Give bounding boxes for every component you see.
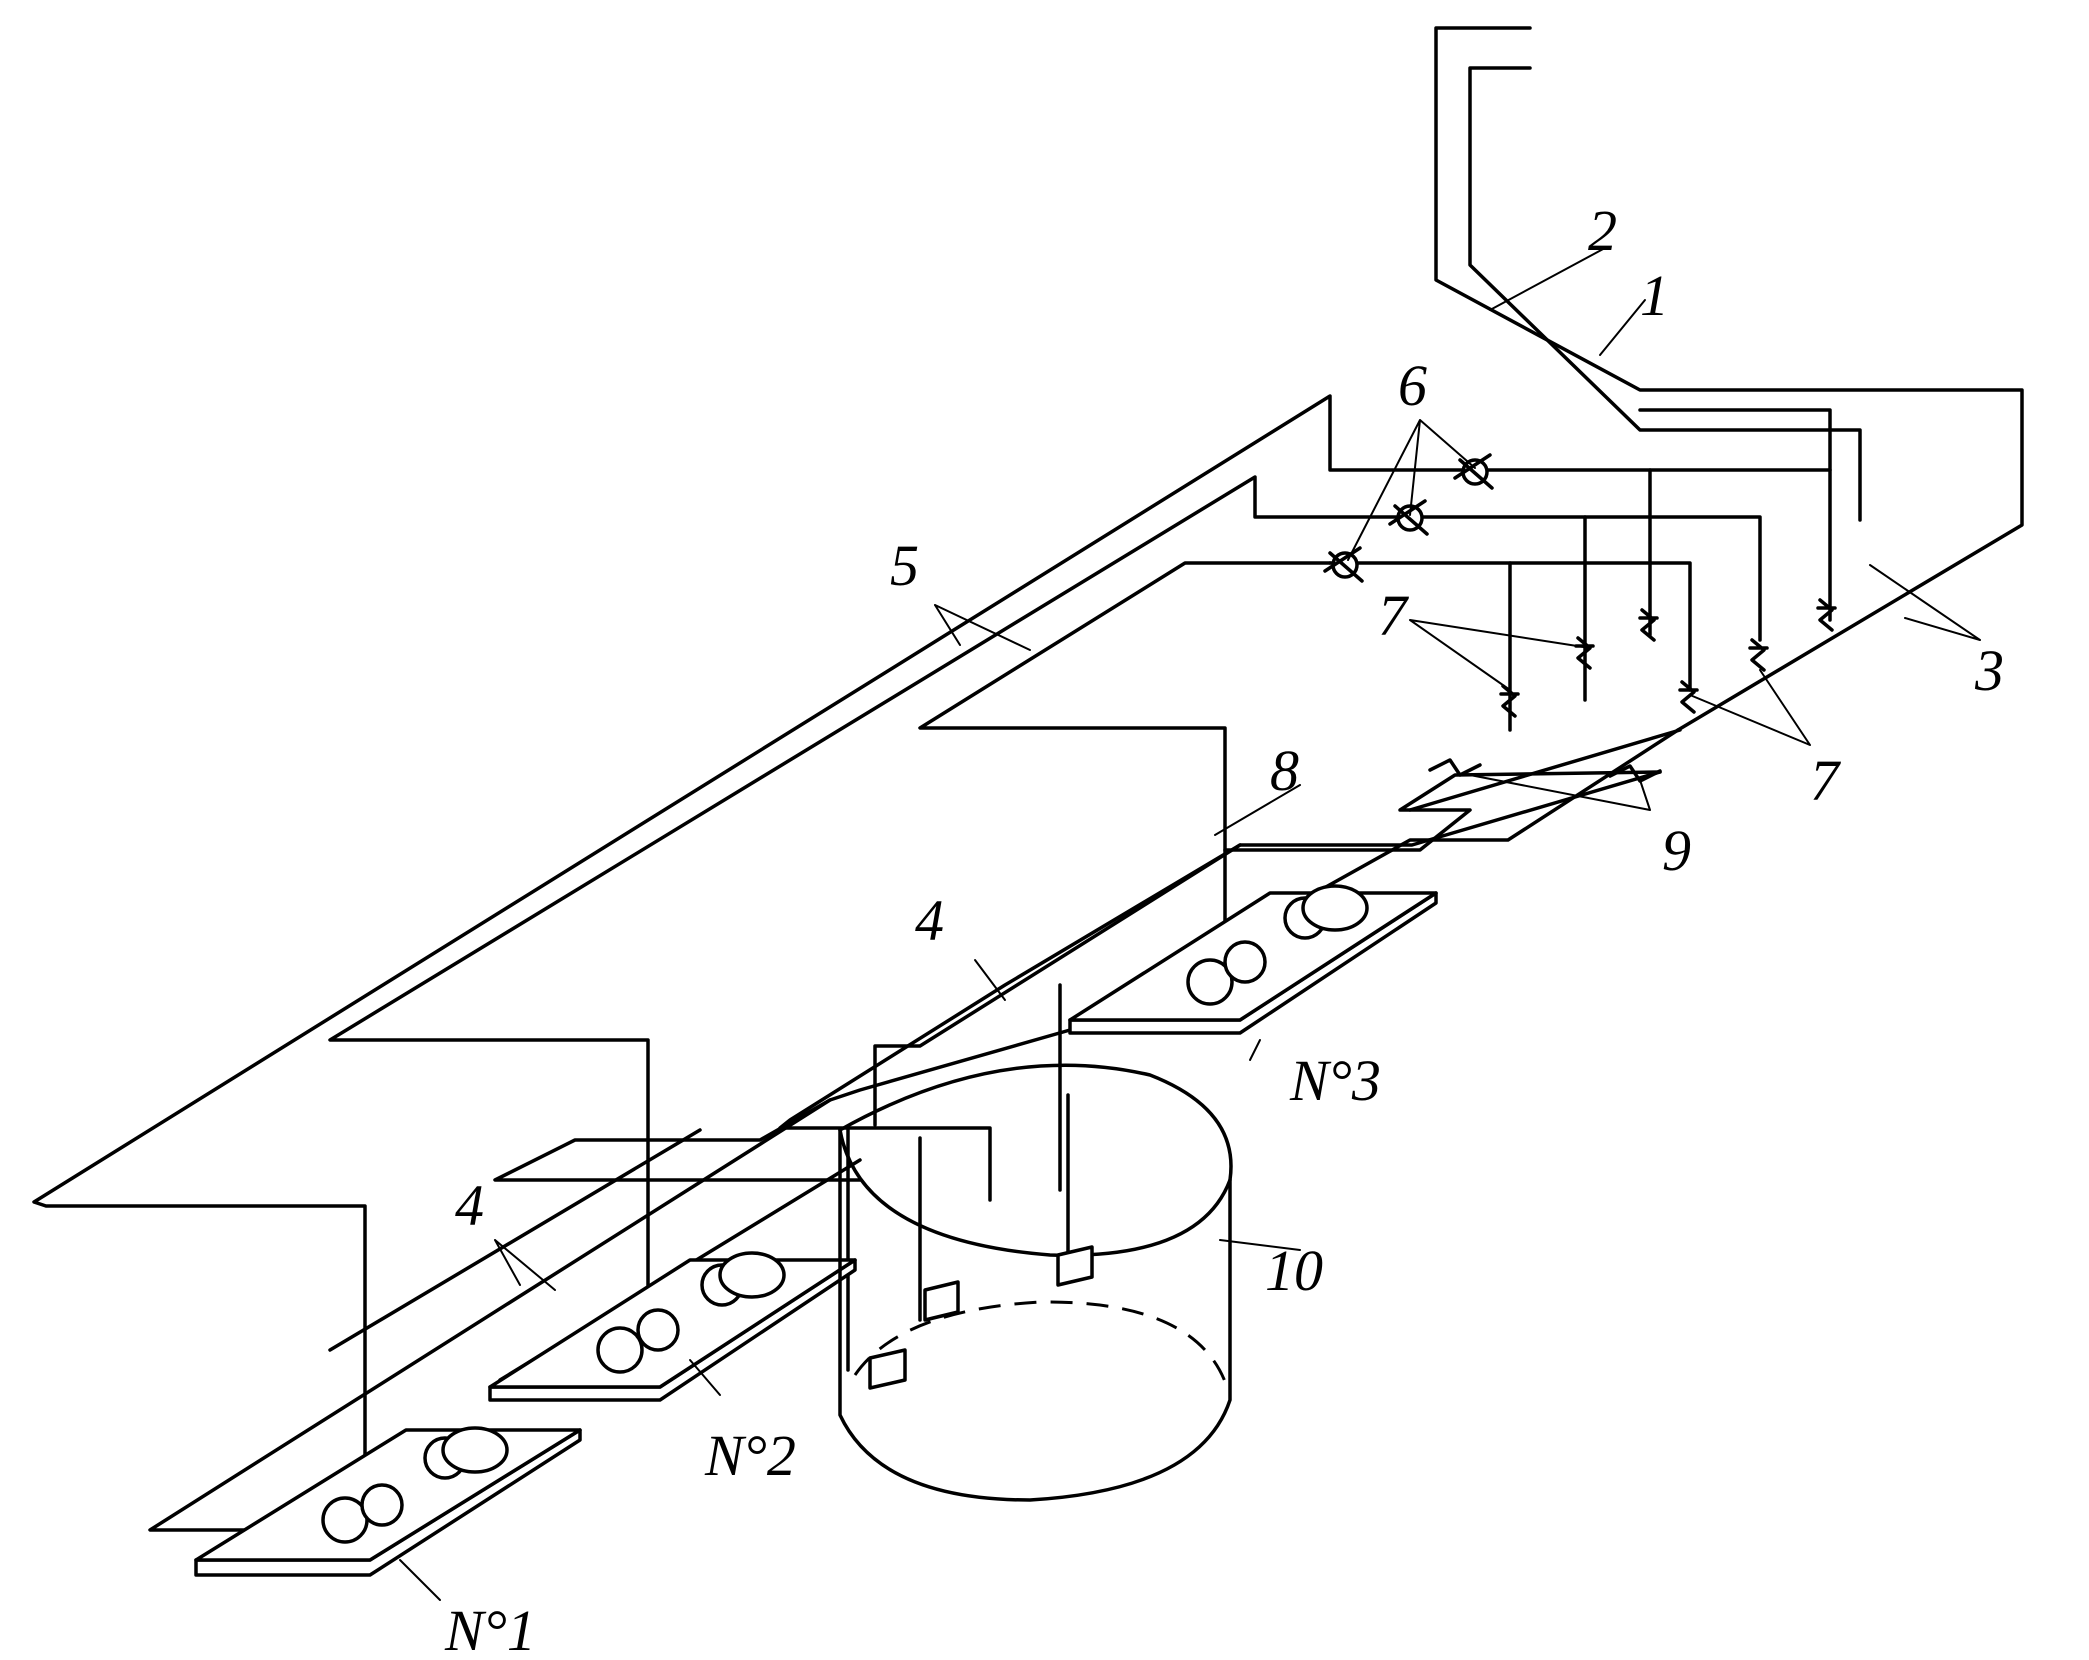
label-lines-4-right: 4 bbox=[915, 888, 944, 953]
label-valves-6: 6 bbox=[1398, 353, 1427, 418]
label-line-8: 8 bbox=[1270, 738, 1299, 803]
valve-9-icon bbox=[1428, 758, 1482, 777]
bypass-line-8 bbox=[1223, 728, 1682, 852]
label-lines-5: 5 bbox=[890, 533, 919, 598]
valve-7-icon bbox=[1638, 608, 1659, 642]
valves-9 bbox=[1428, 758, 1662, 783]
label-valves-9: 9 bbox=[1662, 818, 1691, 883]
label-leaders bbox=[399, 247, 1981, 1601]
label-pump-1: N°1 bbox=[444, 1598, 536, 1660]
label-pump-3: N°3 bbox=[1289, 1048, 1381, 1113]
valve-6c-icon bbox=[1323, 546, 1364, 583]
pump-station-3 bbox=[1068, 884, 1438, 1035]
pump-labels: N°1 N°2 N°3 bbox=[444, 1048, 1381, 1660]
valve-manifold-lines bbox=[1328, 468, 1832, 732]
valve-7-icon bbox=[1574, 636, 1595, 670]
valve-7-icon bbox=[1678, 680, 1699, 714]
label-pipe-2: 2 bbox=[1588, 198, 1617, 263]
label-lines-4-left: 4 bbox=[455, 1173, 484, 1238]
number-labels: 1 2 3 6 5 7 7 8 9 4 4 10 bbox=[455, 198, 2004, 1303]
valve-7-icon bbox=[1748, 638, 1769, 672]
pump-station-2 bbox=[488, 1251, 857, 1402]
label-valves-7-right: 7 bbox=[1810, 748, 1841, 813]
valve-7-icon bbox=[1816, 598, 1837, 632]
pump-station-1 bbox=[194, 1426, 582, 1577]
tank bbox=[838, 1063, 1233, 1502]
label-pipe-3: 3 bbox=[1974, 638, 2004, 703]
supply-pipes bbox=[1434, 26, 2024, 732]
label-pump-2: N°2 bbox=[704, 1423, 796, 1488]
label-valves-7-left: 7 bbox=[1378, 583, 1409, 648]
label-tank-10: 10 bbox=[1265, 1238, 1323, 1303]
discharge-lines-5 bbox=[32, 394, 1472, 1497]
valves-7 bbox=[1499, 598, 1837, 718]
label-pipe-1: 1 bbox=[1640, 263, 1669, 328]
valve-7-icon bbox=[1499, 684, 1520, 718]
valve-9-icon bbox=[1608, 764, 1662, 783]
suction-lines-4 bbox=[148, 728, 1680, 1532]
